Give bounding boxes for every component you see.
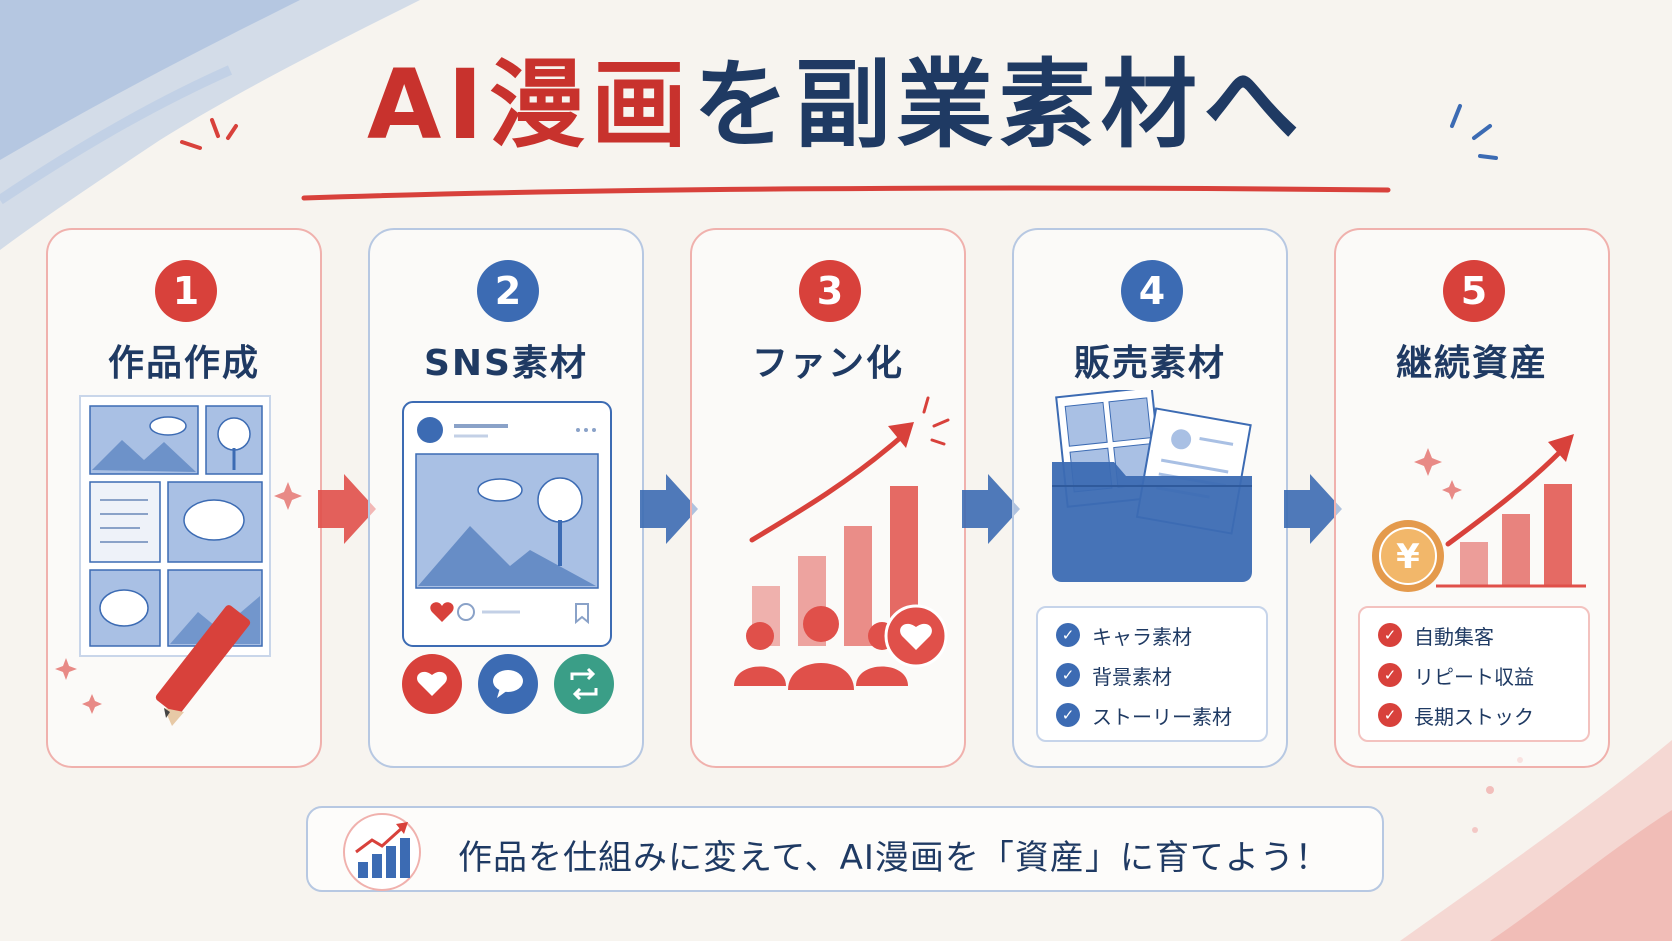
step-arrow-icon <box>1284 474 1342 544</box>
footer-banner: 作品を仕組みに変えて、AI漫画を「資産」に育てよう！ <box>306 806 1384 892</box>
check-icon: ✓ <box>1056 623 1080 647</box>
title-red-part: AI漫画 <box>366 49 693 161</box>
check-icon: ✓ <box>1378 623 1402 647</box>
growth-chart-icon <box>734 396 950 690</box>
step-title: 販売素材 <box>1073 343 1226 384</box>
checklist-item: ✓長期ストック <box>1378 700 1534 730</box>
page-title: AI漫画を副業素材へ <box>0 48 1672 163</box>
step-number-badge: 5 <box>1443 260 1505 322</box>
heart-icon <box>402 654 462 714</box>
check-icon: ✓ <box>1056 703 1080 727</box>
yen-coin-icon: ¥ <box>1372 520 1444 592</box>
repost-icon <box>554 654 614 714</box>
manga-page-icon <box>55 395 302 726</box>
step-number-badge: 3 <box>799 260 861 322</box>
step-card-3: 3 ファン化 <box>690 228 966 768</box>
step-arrow-icon <box>318 474 376 544</box>
checklist-item: ✓背景素材 <box>1056 660 1172 690</box>
footer-message: 作品を仕組みに変えて、AI漫画を「資産」に育てよう！ <box>458 838 1330 878</box>
step-card-4: 4 販売素材 ✓キャラ素材 ✓背景素材 ✓ストーリー素材 <box>1012 228 1288 768</box>
step-card-1: 1 作品作成 <box>46 228 322 768</box>
pencil-icon <box>155 605 251 726</box>
step-card-2: 2 SNS素材 <box>368 228 644 768</box>
bar-chart-icon <box>343 813 421 891</box>
step-title: ファン化 <box>751 343 904 384</box>
check-icon: ✓ <box>1378 663 1402 687</box>
step-card-5: 5 継続資産 ¥ ✓自動集客 ✓リピート収益 ✓長期ストック <box>1334 228 1610 768</box>
checklist-item: ✓自動集客 <box>1378 620 1494 650</box>
check-icon: ✓ <box>1056 663 1080 687</box>
benefit-checklist: ✓キャラ素材 ✓背景素材 ✓ストーリー素材 <box>1036 606 1268 742</box>
step-title: 継続資産 <box>1395 343 1548 384</box>
step-arrow-icon <box>640 474 698 544</box>
checklist-item: ✓キャラ素材 <box>1056 620 1192 650</box>
folder-icon <box>1052 390 1252 582</box>
sparkle-lines-icon <box>1450 104 1498 160</box>
heart-icon <box>884 604 948 668</box>
step-title: SNS素材 <box>424 343 588 384</box>
check-icon: ✓ <box>1378 703 1402 727</box>
title-navy-part: を副業素材へ <box>693 49 1305 161</box>
step-title: 作品作成 <box>107 343 260 384</box>
svg-text:¥: ¥ <box>1396 537 1420 577</box>
step-number-badge: 2 <box>477 260 539 322</box>
growth-chart-icon: ¥ <box>1372 434 1586 592</box>
checklist-item: ✓ストーリー素材 <box>1056 700 1232 730</box>
checklist-item: ✓リピート収益 <box>1378 660 1534 690</box>
step-number-badge: 4 <box>1121 260 1183 322</box>
comment-icon <box>478 654 538 714</box>
step-number-badge: 1 <box>155 260 217 322</box>
sparkle-lines-icon <box>180 118 238 150</box>
sns-post-icon <box>402 401 614 714</box>
title-underline <box>301 185 1391 201</box>
step-arrow-icon <box>962 474 1020 544</box>
fans-icon <box>734 606 908 690</box>
benefit-checklist: ✓自動集客 ✓リピート収益 ✓長期ストック <box>1358 606 1590 742</box>
